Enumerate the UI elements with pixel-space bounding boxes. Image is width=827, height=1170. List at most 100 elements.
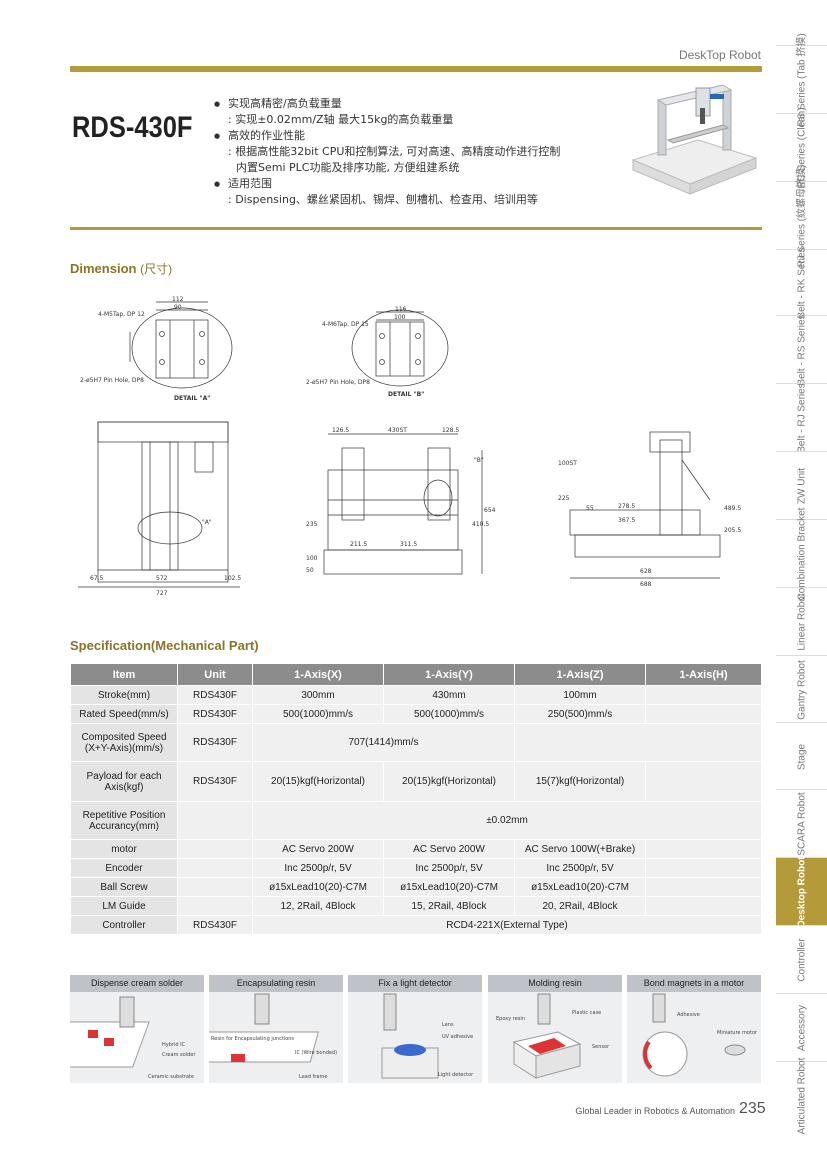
application-panel: Molding resin Epoxy resin Plastic case S… <box>488 975 622 1083</box>
table-cell: RCD4-221X(External Type) <box>252 915 762 935</box>
table-cell <box>177 801 253 840</box>
front-view-drawing <box>323 433 483 575</box>
sidebar-item-belt-rk[interactable]: Belt - RK Series <box>776 247 827 319</box>
page-number: 235 <box>739 1100 766 1117</box>
table-cell: RDS430F <box>177 915 253 935</box>
app-label: Epoxy resin <box>496 1016 525 1022</box>
table-cell: ø15xLead10(20)-C7M <box>252 877 384 897</box>
dimension-title-cn: (尺寸) <box>140 262 173 276</box>
table-cell: Repetitive Position Accurancy(mm) <box>70 801 178 840</box>
top-view-d3: 102.5 <box>224 575 241 582</box>
app-label: Cream solder <box>162 1052 196 1058</box>
sidebar-item-label: Belt - RS Series <box>796 314 807 386</box>
spec-table: Item Unit 1-Axis(X) 1-Axis(Y) 1-Axis(Z) … <box>70 663 762 935</box>
table-row: Repetitive Position Accurancy(mm) ±0.02m… <box>70 801 762 840</box>
table-cell: RDS430F <box>177 704 253 724</box>
application-caption: Bond magnets in a motor <box>627 975 761 992</box>
sidebar-item-scara-robot[interactable]: SCARA Robot <box>776 789 827 858</box>
detail-b-note2: 2-ø5H7 Pin Hole, DP8 <box>306 379 370 386</box>
sidebar-item-label: Desktop Robot <box>796 856 807 928</box>
application-caption: Molding resin <box>488 975 622 992</box>
app-label: IC (Wire bonded) <box>295 1050 337 1056</box>
table-cell: 500(1000)mm/s <box>383 704 515 724</box>
sidebar-item-label: Stage <box>796 743 807 770</box>
top-view-a: "A" <box>202 519 212 526</box>
table-header-row: Item Unit 1-Axis(X) 1-Axis(Y) 1-Axis(Z) … <box>70 663 762 686</box>
detail-b-note1: 4-M6Tap, DP 15 <box>322 321 369 328</box>
table-cell: AC Servo 200W <box>383 839 515 859</box>
sidebar-item-label: ZW Unit <box>796 467 807 505</box>
column-header: 1-Axis(X) <box>252 663 384 686</box>
app-label: Miniature motor <box>717 1030 758 1036</box>
sidebar-item-zw-unit[interactable]: ZW Unit <box>776 451 827 520</box>
app-label: Lead frame <box>299 1074 327 1080</box>
front-view-b: "B" <box>474 457 484 464</box>
table-cell: 15, 2Rail, 4Block <box>383 896 515 916</box>
table-cell: AC Servo 100W(+Brake) <box>514 839 646 859</box>
table-cell: Stroke(mm) <box>70 685 178 705</box>
sidebar-item-rc-series[interactable]: RC Series (Clean) <box>776 107 827 189</box>
feature-bullet: 适用范围 <box>212 176 560 192</box>
front-view-d8: 235 <box>306 521 318 528</box>
application-caption: Dispense cream solder <box>70 975 204 992</box>
app-label: Resin for Encapsulating junctions <box>211 1036 294 1042</box>
table-cell: Inc 2500p/r, 5V <box>514 858 646 878</box>
front-view-d7: 410.5 <box>472 521 489 528</box>
column-header: 1-Axis(Y) <box>383 663 515 686</box>
app-label: Plastic case <box>572 1010 601 1016</box>
sidebar-item-label: Belt - RJ Series <box>796 383 807 453</box>
table-cell <box>514 723 762 762</box>
dimension-title: Dimension (尺寸) <box>70 260 172 277</box>
column-header: Item <box>70 663 178 686</box>
sidebar-item-articulated-robot[interactable]: Articulated Robot <box>776 1058 827 1134</box>
table-cell: 20, 2Rail, 4Block <box>514 896 646 916</box>
detail-b-label: DETAIL "B" <box>388 391 424 398</box>
sidebar-item-combination-bracket[interactable]: Combination Bracket <box>776 508 827 600</box>
sidebar-item-linear-robot[interactable]: Linear Robot <box>776 587 827 656</box>
side-view-d9: 205.5 <box>724 527 741 534</box>
front-view-d5: 311.5 <box>400 541 417 548</box>
application-caption: Fix a light detector <box>348 975 482 992</box>
sidebar-item-controller[interactable]: Controller <box>776 925 827 994</box>
table-cell: Inc 2500p/r, 5V <box>252 858 384 878</box>
footer-tagline: Global Leader in Robotics & Automation <box>575 1106 735 1116</box>
application-panel: Encapsulating resin Resin for Encapsulat… <box>199 975 343 1083</box>
table-cell: RDS430F <box>177 761 253 802</box>
side-view-d7: 688 <box>640 581 652 588</box>
table-cell <box>177 839 253 859</box>
sidebar-item-stage[interactable]: Stage <box>776 722 827 790</box>
sidebar-item-label: Gantry Robot <box>796 659 807 720</box>
table-cell: ±0.02mm <box>252 801 762 840</box>
table-row: Composited Speed (X+Y-Axis)(mm/s)RDS430F… <box>70 723 762 762</box>
side-view-drawing <box>569 431 721 579</box>
sidebar-item-rj-series[interactable]: RJ Series (紋螺母挤摸) <box>776 165 827 267</box>
front-view-d3: 128.5 <box>442 427 459 434</box>
spec-title: Specification(Mechanical Part) <box>70 638 259 653</box>
app-label: Light detector <box>438 1072 474 1078</box>
table-cell: Payload for each Axis(kgf) <box>70 761 178 802</box>
sidebar-item-accessory[interactable]: Accessory <box>776 993 827 1062</box>
table-cell <box>645 839 762 859</box>
front-view-d1: 126.5 <box>332 427 349 434</box>
front-view-d2: 430ST <box>388 427 407 434</box>
table-cell: motor <box>70 839 178 859</box>
detail-b-w1: 116 <box>395 306 407 313</box>
app-label: Lens <box>442 1022 454 1028</box>
table-cell: RDS430F <box>177 723 253 762</box>
sidebar-item-belt-rs[interactable]: Belt - RS Series <box>776 314 827 386</box>
sidebar-item-rs-series[interactable]: RS Series (Tab 挤摸) <box>776 33 827 127</box>
detail-a-w1: 112 <box>172 296 184 303</box>
table-cell <box>645 761 762 802</box>
sidebar-item-desktop-robot[interactable]: Desktop Robot <box>776 856 827 928</box>
table-cell <box>177 896 253 916</box>
sidebar-item-gantry-robot[interactable]: Gantry Robot <box>776 655 827 723</box>
sidebar-item-belt-rj[interactable]: Belt - RJ Series <box>776 383 827 453</box>
table-cell: Controller <box>70 915 178 935</box>
application-panel: Bond magnets in a motor Adhesive Miniatu… <box>627 975 761 1083</box>
sidebar-item-label: Belt - RK Series <box>796 247 807 319</box>
top-view-d2: 572 <box>156 575 168 582</box>
table-cell <box>177 877 253 897</box>
